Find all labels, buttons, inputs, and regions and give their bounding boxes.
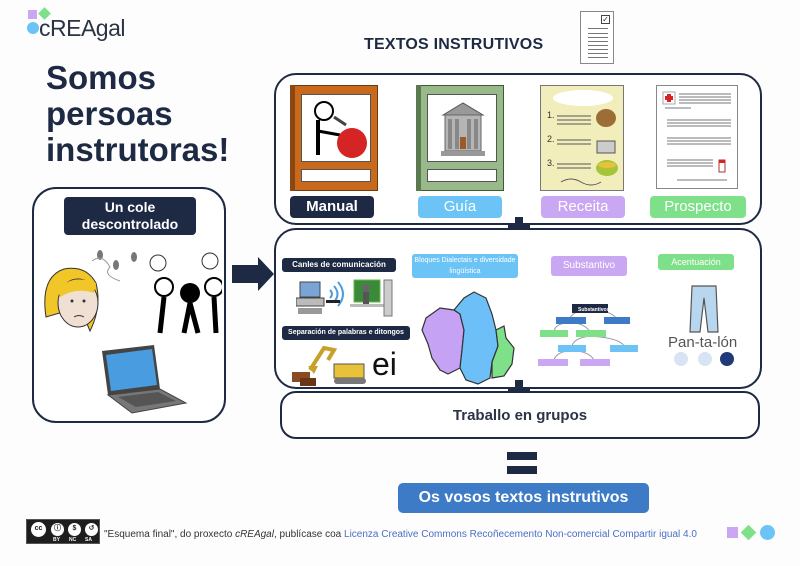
title-line-1: Un cole [104, 199, 156, 215]
creagal-logo: cREAgal [26, 7, 146, 44]
type-label-receita: Receita [541, 196, 625, 218]
diphthong-example: ei [372, 346, 397, 382]
cc-license-badge[interactable]: cc ⓘ $ ↺ BY NC SA [26, 519, 100, 544]
license-prefix: "Esquema final", do proxecto [104, 529, 236, 540]
section-title: TEXTOS INSTRUTIVOS [364, 36, 544, 53]
right-arrow-icon [232, 257, 276, 291]
uncontrolled-school-title: Un cole descontrolado [64, 197, 196, 235]
uncontrolled-school-panel: Un cole descontrolado [32, 187, 226, 423]
svg-text:1.: 1. [547, 110, 555, 120]
document-checklist-icon: ✓ [580, 11, 614, 64]
medical-leaflet-icon [656, 85, 738, 189]
square-icon [28, 10, 37, 19]
topic-separacion: Separación de palabras e ditongos [282, 326, 410, 340]
type-label-prospecto: Prospecto [650, 196, 746, 218]
cc-label-sa: SA [85, 537, 92, 543]
manual-book-icon [290, 85, 378, 191]
content-topics-panel: Canles de comunicación Separación de pal… [274, 228, 762, 389]
brand-name: cREAgal [39, 15, 125, 41]
frustrated-teacher-icon [40, 247, 224, 337]
project-name: cREAgal [235, 529, 274, 540]
svg-text:Substantivos: Substantivos [578, 307, 610, 313]
circle-icon [27, 22, 39, 34]
syllable-dot-2 [698, 352, 712, 366]
group-work-label: Traballo en grupos [452, 407, 588, 424]
square-icon [727, 527, 738, 538]
cc-label-by: BY [53, 537, 60, 543]
svg-text:3.: 3. [547, 158, 555, 168]
topic-substantivo: Substantivo [551, 256, 627, 276]
topic-canles: Canles de comunicación [282, 258, 396, 272]
syllable-dot-1 [674, 352, 688, 366]
cc-label-nc: NC [69, 537, 77, 543]
trousers-icon [688, 284, 720, 334]
svg-text:2.: 2. [547, 134, 555, 144]
headline-line-2: persoas [46, 95, 173, 132]
headline-line-1: Somos [46, 59, 157, 96]
diamond-icon [740, 524, 757, 541]
result-label: Os vosos textos instrutivos [398, 483, 649, 513]
syllable-example: Pan-ta-lón [668, 334, 738, 351]
group-work-panel: Traballo en grupos [280, 391, 760, 439]
text-types-panel: Manual Guía 1. 2. [274, 73, 762, 225]
substantive-concept-map: Substantivos [534, 302, 646, 372]
type-label-guia: Guía [418, 196, 502, 218]
headline-line-3: instrutoras! [46, 131, 230, 168]
syllable-dot-stressed [720, 352, 734, 366]
type-label-manual: Manual [290, 196, 374, 218]
headline: Somos persoas instrutoras! [46, 60, 266, 168]
license-text: "Esquema final", do proxecto cREAgal, pu… [104, 529, 697, 540]
communication-devices-icon [295, 276, 396, 324]
laptop-icon [96, 345, 188, 415]
recipe-icon: 1. 2. 3. [540, 85, 624, 191]
guide-book-icon [416, 85, 504, 191]
title-line-2: descontrolado [81, 216, 179, 232]
topic-bloques: Bloques Dialectais e diversidade lingüís… [412, 254, 518, 278]
equals-icon [507, 452, 537, 476]
excavator-icon [288, 342, 370, 388]
galicia-map-icon [420, 290, 520, 386]
license-mid: , publícase coa [273, 529, 345, 540]
license-link[interactable]: Licenza Creative Commons Recoñecemento N… [344, 529, 697, 540]
circle-icon [760, 525, 775, 540]
topic-acentuacion: Acentuación [658, 254, 734, 270]
